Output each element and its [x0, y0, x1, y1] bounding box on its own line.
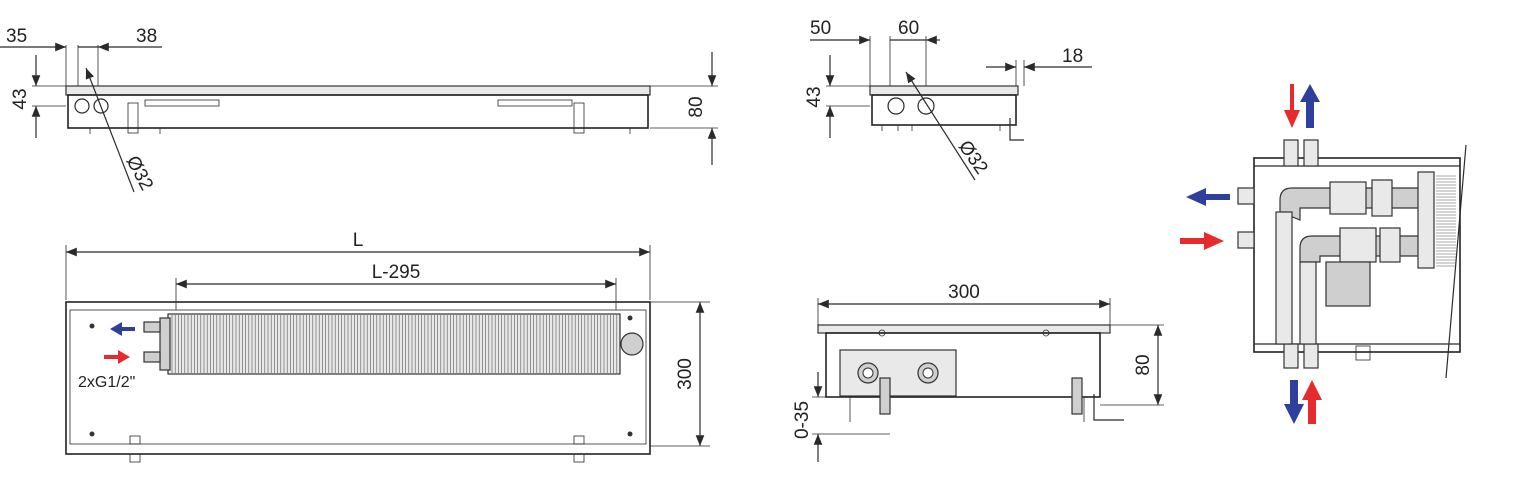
- arrow-down-icon: [1284, 84, 1300, 128]
- valve-nut: [1371, 179, 1393, 217]
- dim-section-80-label: 80: [1133, 354, 1154, 375]
- section-frame-top: [817, 324, 1111, 334]
- adjustable-foot: [573, 102, 585, 134]
- heat-exchanger: [167, 313, 621, 375]
- end-bend: [620, 332, 644, 356]
- adjustable-foot: [127, 102, 139, 134]
- elevation-frame-top: [65, 85, 651, 96]
- end-body: [871, 94, 1017, 126]
- valve-nut: [1379, 227, 1401, 263]
- dim-L-295-label: L-295: [372, 262, 421, 283]
- side-elevation-view: 35 38 43 80 Ø32: [0, 26, 718, 194]
- detail-housing: [1253, 157, 1461, 353]
- end-frame-top: [869, 85, 1019, 96]
- valve: [1329, 181, 1367, 215]
- adjustable-foot: [879, 377, 891, 415]
- connection-label: 2xG1/2": [78, 374, 135, 391]
- bracket-slot: [497, 99, 573, 107]
- dim-50-label: 50: [810, 18, 831, 39]
- arrow-up-icon: [1300, 84, 1320, 128]
- heat-exchanger-fins: [171, 315, 618, 373]
- valve: [1339, 227, 1377, 263]
- dim-35-label: 35: [6, 26, 27, 47]
- pipe-hole: [887, 97, 905, 115]
- dim-0-35-label: 0-35: [792, 401, 813, 439]
- pipe-hole: [74, 98, 90, 114]
- connection-detail-view: [1180, 84, 1467, 424]
- dim-L-label: L: [353, 230, 364, 251]
- dim-18-label: 18: [1062, 46, 1083, 67]
- dim-section-300-label: 300: [948, 282, 980, 303]
- adjustable-foot: [1071, 377, 1083, 415]
- section-body: [825, 332, 1101, 398]
- dia-32-label-2: Ø32: [954, 137, 992, 178]
- end-elevation-view: 50 60 18 43 Ø32: [804, 18, 1092, 181]
- exchanger-end: [1417, 171, 1435, 269]
- pipe-connector: [143, 321, 161, 333]
- plan-outer-frame: [65, 301, 651, 455]
- thermostatic-head: [1325, 261, 1371, 307]
- dim-43-label-2: 43: [804, 86, 825, 107]
- plan-inner-frame: [69, 309, 647, 445]
- pipe-hole: [93, 98, 109, 114]
- elevation-body: [67, 94, 649, 129]
- arrow-left-icon: [110, 322, 135, 336]
- pipe-connector: [143, 351, 161, 363]
- detail-fins: [1436, 175, 1456, 267]
- dim-80-label: 80: [686, 96, 707, 117]
- arrow-right-icon: [104, 350, 130, 364]
- arrow-right-icon: [1180, 232, 1224, 250]
- drop-pipe: [1275, 211, 1293, 345]
- bracket-slot: [144, 99, 220, 107]
- dim-60-label: 60: [898, 18, 919, 39]
- arrow-left-icon: [1186, 188, 1230, 206]
- arrow-up-icon: [1302, 380, 1322, 424]
- drop-pipe: [1299, 261, 1317, 345]
- pipe-hole: [917, 97, 935, 115]
- manifold: [159, 317, 171, 371]
- dim-300-label: 300: [675, 358, 696, 390]
- plan-view: 2xG1/2" L L-295 300: [65, 230, 710, 463]
- dim-38-label: 38: [136, 26, 157, 47]
- section-view: 300 80 0-35: [792, 282, 1164, 462]
- dim-43-label: 43: [10, 88, 31, 109]
- arrow-down-icon: [1284, 380, 1304, 424]
